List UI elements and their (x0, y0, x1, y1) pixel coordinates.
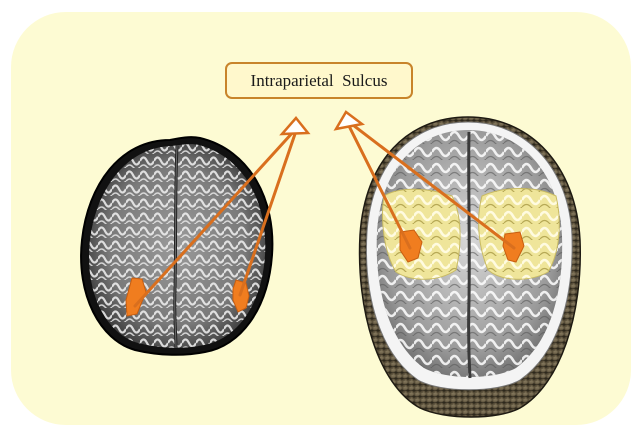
region-label-box: Intraparietal Sulcus (226, 63, 412, 98)
3d-head-render (360, 117, 581, 417)
region-label: Intraparietal Sulcus (251, 71, 388, 90)
mri-axial-slice (81, 137, 272, 355)
left-parietal-lobe (383, 189, 461, 279)
